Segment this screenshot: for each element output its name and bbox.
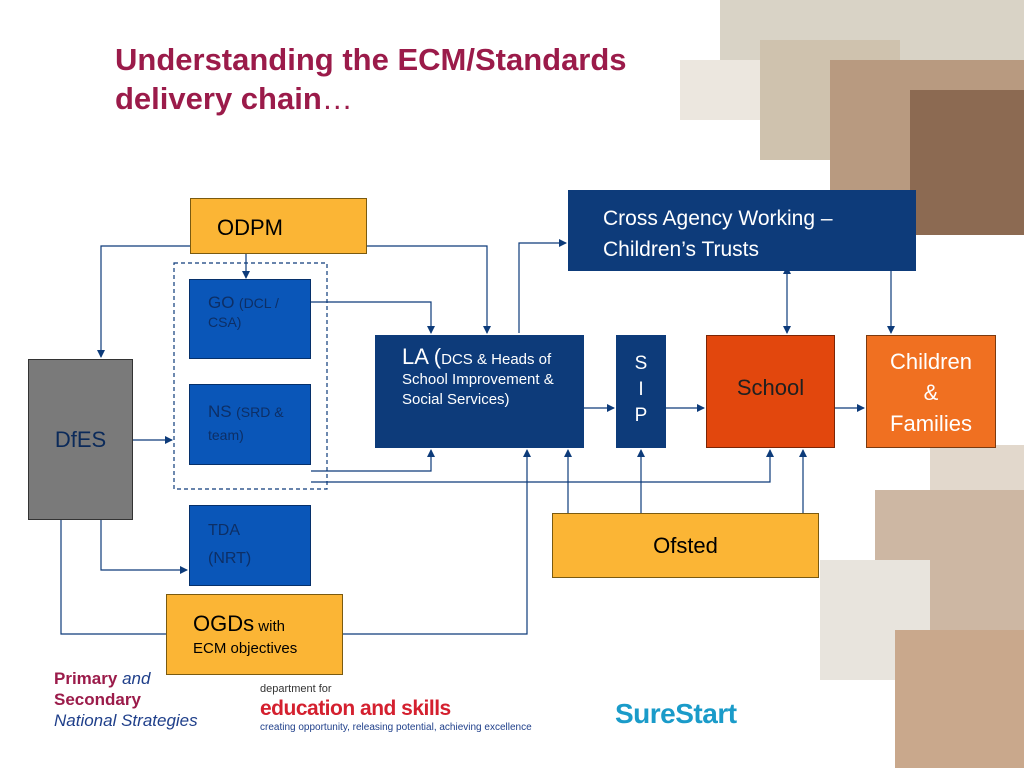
ns-label: NS — [208, 402, 232, 421]
ogds-sublabel-objectives: ECM objectives — [193, 640, 298, 657]
ofsted-label: Ofsted — [653, 532, 718, 558]
ogds-sublabel-with: with — [258, 618, 285, 635]
logo-secondary: Secondary — [54, 690, 141, 709]
slide-title-ellipsis: … — [321, 81, 353, 116]
logo-national-strategies: National Strategies — [54, 711, 198, 730]
arrow-go-la — [311, 301, 435, 334]
sip-letter-p: P — [634, 405, 648, 426]
tda-label: TDA — [208, 522, 240, 539]
cross-agency-label: Cross Agency Working – — [603, 207, 833, 230]
ofsted-box: Ofsted — [552, 513, 819, 578]
school-label: School — [736, 374, 805, 400]
arrow-ogds-la — [342, 449, 531, 635]
children-label: Children — [890, 349, 972, 374]
dfes-box: DfES — [28, 359, 133, 520]
families-label: Families — [890, 411, 972, 436]
school-box: School — [706, 335, 835, 448]
sip-letter-s: S — [634, 353, 648, 374]
la-label: LA ( — [402, 344, 442, 369]
dfes-logo-tagline: creating opportunity, releasing potentia… — [260, 722, 532, 733]
arrow-group-school — [311, 449, 774, 483]
odpm-label: ODPM — [217, 215, 283, 240]
dfes-logo-name: education and skills — [260, 697, 451, 720]
cross-agency-box: Cross Agency Working – Children’s Trusts — [568, 190, 916, 271]
photo-tile — [680, 60, 760, 120]
arrow-ogds-dfes — [57, 504, 166, 635]
go-sublabel: (DCL / CSA) — [208, 295, 279, 330]
logo-primary: Primary — [54, 669, 118, 688]
arrow-la-crossagency — [518, 239, 567, 333]
odpm-box: ODPM — [190, 198, 367, 254]
slide-title: Understanding the ECM/Standards delivery… — [115, 40, 715, 118]
tda-box: TDA (NRT) — [189, 505, 311, 586]
arrow-odpm-la — [366, 245, 491, 334]
tda-sublabel: (NRT) — [208, 550, 252, 567]
arrow-odpm-dfes — [97, 245, 190, 358]
arrow-dfes-tda — [100, 512, 188, 574]
go-box: GO (DCL / CSA) — [189, 279, 311, 359]
surestart-logo: SureStart — [615, 698, 737, 730]
science-photo-collage — [820, 445, 1024, 768]
sip-box: S I P — [616, 335, 666, 448]
classroom-photo-collage — [680, 0, 1024, 235]
photo-tile — [910, 90, 1024, 235]
ns-sublabel: (SRD & team) — [208, 404, 284, 443]
logo-and: and — [122, 669, 151, 688]
ns-box: NS (SRD & team) — [189, 384, 311, 465]
photo-tile — [895, 630, 1024, 768]
dfes-logo: department for education and skills crea… — [260, 683, 580, 734]
ogds-label: OGDs — [193, 611, 255, 636]
dfes-label: DfES — [54, 426, 107, 452]
arrow-ns-la — [311, 449, 435, 472]
dfes-logo-department: department for — [260, 683, 332, 695]
sip-letter-i: I — [638, 379, 644, 400]
surestart-logo-text: SureStart — [615, 698, 737, 729]
childrens-trusts-label: Children’s Trusts — [603, 238, 760, 261]
ogds-box: OGDs with ECM objectives — [166, 594, 343, 675]
regional-group-border — [173, 262, 328, 490]
slide-title-text: Understanding the ECM/Standards delivery… — [115, 42, 627, 116]
la-box: LA (DCS & Heads of School Improvement & … — [375, 335, 584, 448]
national-strategies-logo: Primary and Secondary National Strategie… — [54, 668, 244, 731]
ampersand-label: & — [923, 380, 939, 405]
go-label: GO — [208, 293, 235, 312]
children-families-box: Children & Families — [866, 335, 996, 448]
la-sublabel: DCS & Heads of School Improvement & Soci… — [402, 351, 554, 408]
